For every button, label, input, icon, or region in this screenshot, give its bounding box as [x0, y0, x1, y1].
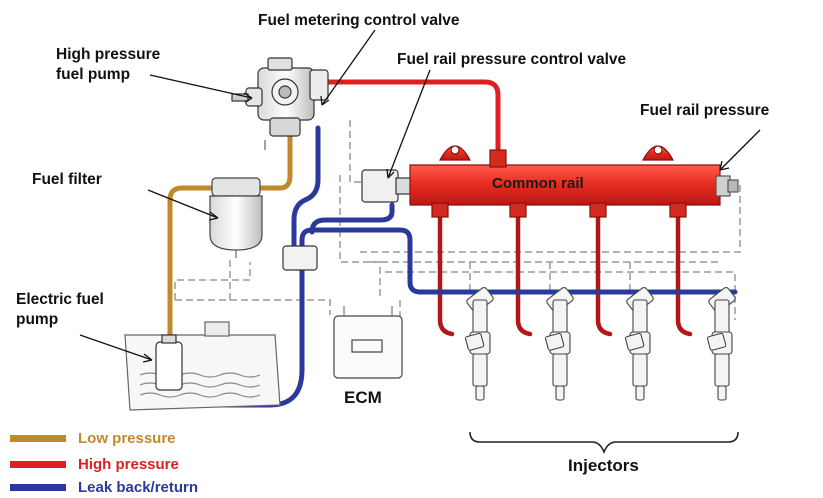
label-high-pressure-fuel-pump: High pressure fuel pump: [56, 46, 161, 83]
injector-1: [464, 286, 494, 401]
high-pressure-fuel-pump: [231, 57, 329, 150]
legend-label-high: High pressure: [78, 456, 179, 473]
legend-label-low: Low pressure: [78, 430, 176, 447]
injectors-brace: [469, 431, 739, 455]
electric-fuel-pump: [155, 334, 183, 391]
injector-2: [544, 286, 574, 401]
label-ecm: ECM: [344, 388, 382, 407]
high-pressure-lines: [317, 79, 501, 153]
fuel-tank: [124, 321, 281, 411]
legend-swatch-return: [10, 484, 66, 491]
legend-swatch-high: [10, 461, 66, 468]
injector-4: [706, 286, 736, 401]
injector-feed-lines: [437, 202, 693, 337]
label-electric-fuel-pump: Electric fuel pump: [16, 291, 104, 328]
label-common-rail: Common rail: [492, 175, 584, 192]
return-lines: [182, 125, 738, 408]
legend-swatch-low: [10, 435, 66, 442]
label-fuel-rail-pressure: Fuel rail pressure: [640, 102, 770, 119]
fuel-filter: [209, 177, 263, 258]
label-fuel-metering-control-valve: Fuel metering control valve: [258, 12, 460, 29]
label-fuel-rail-pressure-control-valve: Fuel rail pressure control valve: [397, 51, 627, 68]
label-injectors: Injectors: [568, 456, 639, 475]
ecm-unit: [333, 306, 403, 379]
legend-label-return: Leak back/return: [78, 479, 199, 496]
leader-arrows: [79, 29, 761, 363]
electrical-wiring: [174, 120, 741, 320]
injector-3: [624, 286, 654, 401]
common-rail: [409, 145, 739, 218]
junction-block: [282, 245, 318, 271]
low-pressure-lines: [167, 132, 293, 338]
label-fuel-filter: Fuel filter: [32, 171, 102, 188]
